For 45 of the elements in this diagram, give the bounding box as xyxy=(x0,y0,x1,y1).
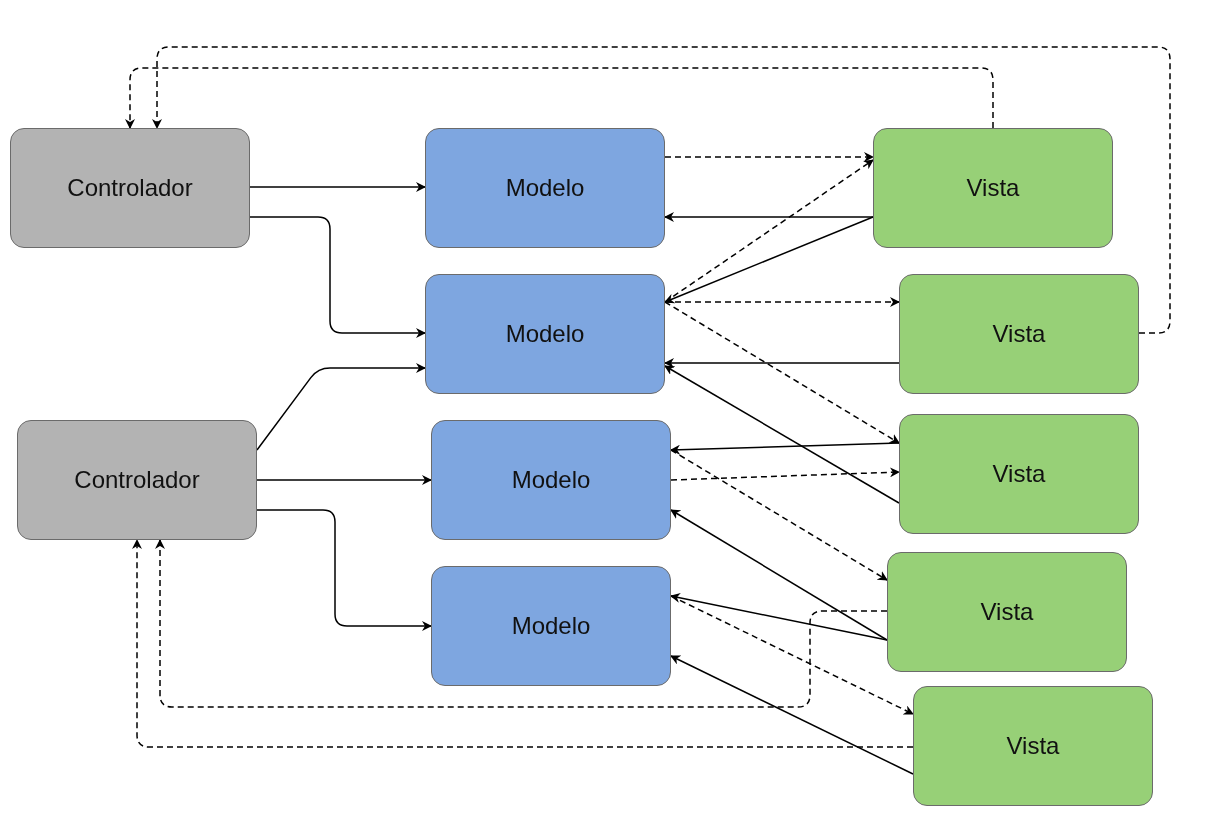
node-label: Controlador xyxy=(74,466,200,494)
node-label: Modelo xyxy=(505,320,585,348)
arrow xyxy=(249,182,426,192)
arrow xyxy=(664,212,874,222)
node-label: Modelo xyxy=(505,174,585,202)
node-label: Vista xyxy=(1006,732,1060,760)
arrow xyxy=(670,595,914,715)
arrow xyxy=(132,539,914,748)
process-box xyxy=(431,566,671,686)
process-box xyxy=(425,128,665,248)
arrow xyxy=(664,152,874,162)
arrow xyxy=(152,46,1171,334)
process-box xyxy=(425,274,665,394)
node-label: Vista xyxy=(980,598,1034,626)
process-box xyxy=(887,552,1127,672)
arrow xyxy=(256,509,432,631)
arrow xyxy=(664,301,900,444)
process-box xyxy=(899,274,1139,394)
process-box xyxy=(873,128,1113,248)
process-box xyxy=(899,414,1139,534)
process-box xyxy=(431,420,671,540)
arrow xyxy=(670,442,900,455)
arrow xyxy=(670,449,888,581)
arrow xyxy=(670,467,900,481)
arrow xyxy=(256,475,432,485)
arrow xyxy=(670,509,888,641)
node-label: Vista xyxy=(966,174,1020,202)
arrow xyxy=(155,539,888,708)
arrow xyxy=(256,363,426,451)
arrow xyxy=(670,655,914,775)
arrow xyxy=(664,358,900,368)
arrow xyxy=(249,216,426,338)
process-box xyxy=(17,420,257,540)
node-label: Modelo xyxy=(511,466,591,494)
process-box xyxy=(10,128,250,248)
arrow xyxy=(125,67,994,129)
node-label: Modelo xyxy=(511,612,591,640)
node-label: Controlador xyxy=(67,174,193,202)
node-label: Vista xyxy=(992,320,1046,348)
arrow xyxy=(664,365,900,504)
arrow xyxy=(664,297,900,307)
node-label: Vista xyxy=(992,460,1046,488)
process-box xyxy=(913,686,1153,806)
arrow xyxy=(670,592,888,641)
arrow xyxy=(664,216,874,304)
